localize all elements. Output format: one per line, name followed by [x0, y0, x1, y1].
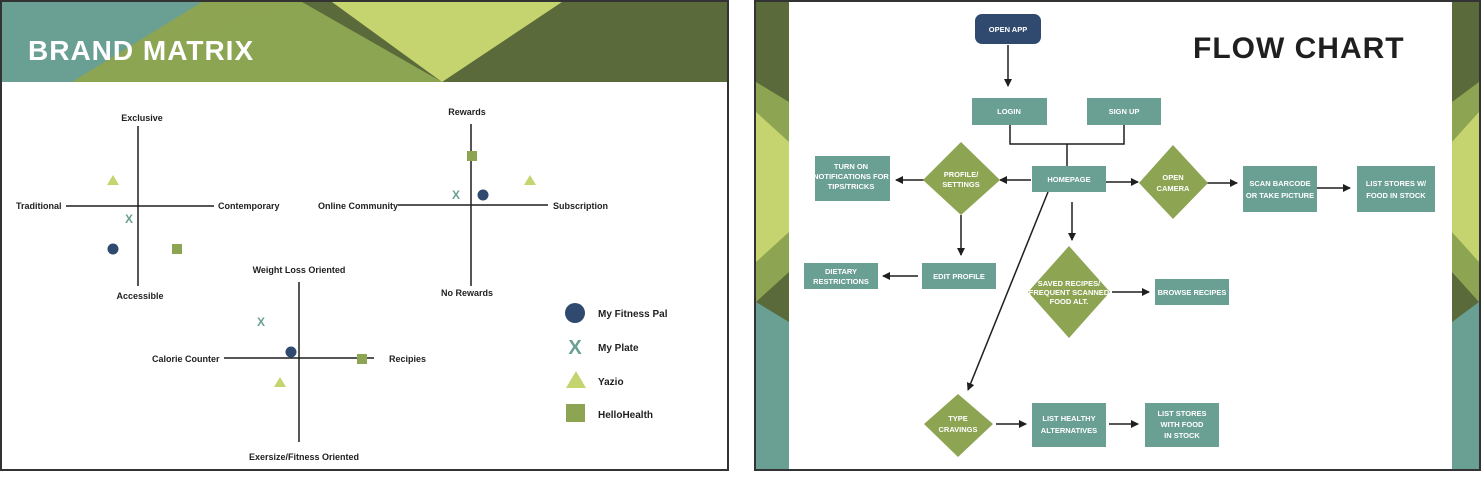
- matrix1-top-label: Exclusive: [121, 113, 163, 123]
- header-banner: [2, 2, 727, 82]
- legend-myplate-marker: X: [568, 337, 582, 359]
- matrix1-myfitnesspal-marker: [107, 243, 119, 255]
- saved-recipes-line1: SAVED RECIPES/: [1038, 279, 1101, 288]
- list-stores-with-line3: IN STOCK: [1164, 431, 1200, 440]
- brand-matrix-title: BRAND MATRIX: [28, 35, 254, 66]
- legend-hellohealth-label: HelloHealth: [598, 410, 653, 421]
- matrix2-myplate-marker: X: [452, 188, 460, 202]
- matrix3-bottom-label: Exersize/Fitness Oriented: [249, 452, 359, 462]
- list-stores-with-line2: WITH FOOD: [1161, 420, 1204, 429]
- legend: My Fitness Pal X My Plate Yazio HelloHea…: [565, 303, 668, 422]
- node-type-cravings: TYPE CRAVINGS: [924, 394, 993, 457]
- node-turn-on-notifications: TURN ON NOTIFICATIONS FOR TIPS/TRICKS: [813, 156, 890, 201]
- list-healthy-line2: ALTERNATIVES: [1041, 426, 1097, 435]
- matrix2-myfitnesspal-marker: [477, 189, 489, 201]
- notifications-line2: NOTIFICATIONS FOR: [813, 172, 889, 181]
- node-dietary-restrictions: DIETARY RESTRICTIONS: [804, 263, 878, 289]
- matrix1-bottom-label: Accessible: [116, 291, 163, 301]
- open-app-label: OPEN APP: [989, 25, 1027, 34]
- node-browse-recipes: BROWSE RECIPES: [1155, 279, 1229, 305]
- matrix3-top-label: Weight Loss Oriented: [253, 265, 346, 275]
- right-decorative-band: [1452, 2, 1479, 469]
- matrix-1: Exclusive Accessible Traditional Contemp…: [16, 113, 280, 301]
- profile-settings-line1: PROFILE/: [944, 170, 980, 179]
- flow-chart-canvas: FLOW CHART OPEN APP LOGIN: [756, 2, 1479, 469]
- matrix2-yazio-marker: [524, 175, 536, 185]
- matrix1-right-label: Contemporary: [218, 201, 280, 211]
- node-scan-barcode: SCAN BARCODE OR TAKE PICTURE: [1243, 166, 1317, 212]
- matrix3-myplate-marker: X: [257, 315, 265, 329]
- saved-recipes-line3: FOOD ALT.: [1050, 297, 1089, 306]
- matrix1-yazio-marker: [107, 175, 119, 185]
- node-profile-settings: PROFILE/ SETTINGS: [923, 142, 1000, 215]
- list-stores-with-line1: LIST STORES: [1157, 409, 1206, 418]
- node-saved-recipes: SAVED RECIPES/ FREQUENT SCANNED FOOD ALT…: [1028, 246, 1110, 338]
- matrix3-hellohealth-marker: [357, 354, 367, 364]
- legend-yazio-label: Yazio: [598, 377, 624, 388]
- legend-yazio-marker: [566, 371, 586, 388]
- homepage-label: HOMEPAGE: [1047, 175, 1090, 184]
- login-label: LOGIN: [997, 107, 1021, 116]
- type-cravings-line1: TYPE: [948, 414, 968, 423]
- matrix2-hellohealth-marker: [467, 151, 477, 161]
- matrix1-left-label: Traditional: [16, 201, 62, 211]
- dietary-line2: RESTRICTIONS: [813, 277, 869, 286]
- matrix2-left-label: Online Community: [318, 201, 398, 211]
- node-login: LOGIN: [972, 98, 1047, 125]
- flow-chart-panel: FLOW CHART OPEN APP LOGIN: [754, 0, 1481, 471]
- sign-up-label: SIGN UP: [1109, 107, 1140, 116]
- open-camera-line2: CAMERA: [1157, 184, 1190, 193]
- saved-recipes-line2: FREQUENT SCANNED: [1029, 288, 1110, 297]
- matrix2-right-label: Subscription: [553, 201, 608, 211]
- dietary-line1: DIETARY: [825, 267, 857, 276]
- open-camera-line1: OPEN: [1162, 173, 1183, 182]
- node-homepage: HOMEPAGE: [1032, 166, 1106, 192]
- matrix1-myplate-marker: X: [125, 212, 133, 226]
- node-list-healthy-alternatives: LIST HEALTHY ALTERNATIVES: [1032, 403, 1106, 447]
- matrix-3: Weight Loss Oriented Exersize/Fitness Or…: [152, 265, 426, 462]
- left-decorative-band: [756, 2, 789, 469]
- node-sign-up: SIGN UP: [1087, 98, 1161, 125]
- edit-profile-label: EDIT PROFILE: [933, 272, 985, 281]
- node-open-camera: OPEN CAMERA: [1139, 145, 1208, 219]
- matrix3-myfitnesspal-marker: [285, 346, 297, 358]
- node-open-app: OPEN APP: [975, 14, 1041, 44]
- matrix3-right-label: Recipies: [389, 354, 426, 364]
- matrix2-bottom-label: No Rewards: [441, 288, 493, 298]
- scan-barcode-line2: OR TAKE PICTURE: [1246, 191, 1314, 200]
- brand-matrix-canvas: BRAND MATRIX Exclusive Accessible Tradit…: [2, 2, 727, 462]
- notifications-line3: TIPS/TRICKS: [828, 182, 875, 191]
- list-stores-w-line2: FOOD IN STOCK: [1366, 191, 1426, 200]
- legend-myfitnesspal-label: My Fitness Pal: [598, 309, 668, 320]
- node-list-stores-w-food: LIST STORES W/ FOOD IN STOCK: [1357, 166, 1435, 212]
- matrix2-top-label: Rewards: [448, 107, 486, 117]
- profile-settings-line2: SETTINGS: [942, 180, 980, 189]
- legend-myfitnesspal-marker: [565, 303, 585, 323]
- connectors: [882, 45, 1351, 428]
- brand-matrix-panel: BRAND MATRIX Exclusive Accessible Tradit…: [0, 0, 729, 471]
- matrix-2: Rewards No Rewards Online Community Subs…: [318, 107, 608, 298]
- node-list-stores-with-food: LIST STORES WITH FOOD IN STOCK: [1145, 403, 1219, 447]
- list-healthy-line1: LIST HEALTHY: [1042, 414, 1095, 423]
- node-edit-profile: EDIT PROFILE: [922, 263, 996, 289]
- legend-hellohealth-marker: [566, 404, 585, 422]
- matrix3-yazio-marker: [274, 377, 286, 387]
- notifications-line1: TURN ON: [834, 162, 868, 171]
- browse-recipes-label: BROWSE RECIPES: [1158, 288, 1227, 297]
- list-stores-w-line1: LIST STORES W/: [1366, 179, 1427, 188]
- scan-barcode-line1: SCAN BARCODE: [1249, 179, 1310, 188]
- legend-myplate-label: My Plate: [598, 343, 639, 354]
- flow-chart-title: FLOW CHART: [1193, 32, 1405, 65]
- matrix1-hellohealth-marker: [172, 244, 182, 254]
- type-cravings-line2: CRAVINGS: [938, 425, 977, 434]
- matrix3-left-label: Calorie Counter: [152, 354, 220, 364]
